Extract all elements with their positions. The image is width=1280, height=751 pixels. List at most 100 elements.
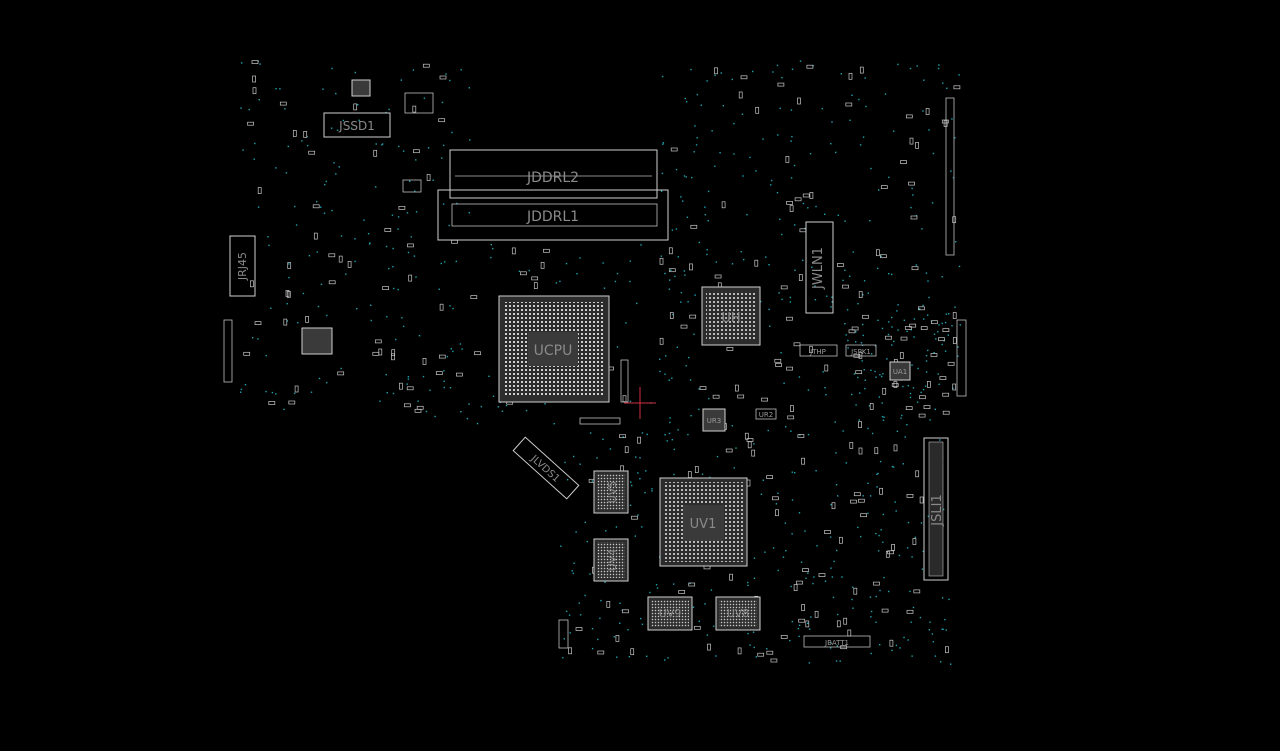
connector-jssd1[interactable]: JSSD1 — [323, 112, 391, 138]
via — [882, 541, 884, 543]
via — [330, 127, 333, 129]
via — [858, 98, 860, 101]
connector-cpu-side[interactable] — [579, 359, 629, 425]
via — [954, 306, 956, 308]
via — [874, 370, 876, 373]
smd-component — [688, 582, 696, 587]
via — [576, 273, 578, 275]
chip-ur2[interactable]: UR2 — [755, 408, 777, 420]
chip-uv5[interactable]: UV5 — [593, 470, 629, 514]
via — [859, 144, 862, 146]
via — [910, 621, 912, 623]
via — [687, 433, 689, 436]
smd-component — [790, 405, 794, 412]
connector-left-edge[interactable] — [223, 319, 233, 383]
connector-jbatt1[interactable]: JBATT1 — [803, 635, 871, 648]
via — [790, 109, 793, 111]
connector-jwln1[interactable]: JWLN1 — [805, 221, 834, 314]
chip-uv4[interactable]: UV4 — [593, 538, 629, 582]
via — [867, 292, 869, 294]
via — [422, 375, 425, 378]
chip-top-left[interactable] — [351, 79, 434, 193]
label-ua1: UA1 — [893, 368, 907, 376]
via — [752, 70, 754, 73]
via — [630, 481, 632, 483]
via — [765, 256, 767, 258]
smd-component — [737, 647, 742, 655]
via — [698, 241, 700, 244]
connector-bottom-left[interactable] — [558, 619, 569, 649]
smd-component — [938, 337, 945, 342]
connector-jthp[interactable]: JTHP — [799, 344, 838, 357]
via — [401, 317, 403, 319]
smd-component — [850, 499, 857, 504]
via — [938, 383, 940, 385]
via — [777, 134, 779, 136]
via — [809, 628, 811, 630]
chip-uh[interactable]: UH — [701, 286, 761, 346]
via — [824, 387, 826, 389]
connector-right-top[interactable] — [945, 97, 955, 256]
label-jsli1: JSLI1 — [930, 494, 945, 526]
connector-jddrl2[interactable]: JDDRL2 — [449, 149, 658, 199]
via — [844, 269, 846, 271]
connector-jlvds1[interactable]: JLVDS1 — [512, 436, 580, 500]
via — [770, 179, 773, 182]
connector-jspk1[interactable]: JSPK1 — [845, 344, 877, 357]
smd-component — [913, 589, 921, 594]
via — [641, 526, 643, 528]
smd-component — [797, 97, 801, 105]
via — [912, 606, 915, 609]
smd-component — [887, 550, 894, 555]
chip-ua1[interactable]: UA1 — [889, 361, 911, 381]
via — [904, 436, 906, 438]
via — [397, 288, 399, 291]
via — [625, 322, 627, 324]
smd-component — [668, 268, 676, 273]
chip-uv1[interactable]: UV1 — [659, 477, 748, 567]
connector-jsli1[interactable]: JSLI1 — [923, 437, 949, 581]
via — [325, 180, 327, 183]
chip-left-lan[interactable] — [301, 327, 333, 355]
via — [392, 392, 395, 395]
smd-component — [404, 403, 411, 408]
smd-component — [942, 328, 950, 332]
smd-component — [923, 405, 931, 409]
smd-component — [622, 609, 629, 614]
via — [639, 457, 641, 459]
connector-right-mid[interactable] — [956, 319, 967, 397]
via — [704, 214, 707, 216]
via — [316, 251, 318, 253]
via — [602, 438, 604, 440]
via — [443, 380, 445, 382]
via — [755, 170, 757, 172]
via — [830, 503, 832, 506]
via — [644, 492, 646, 494]
chip-uv8[interactable]: UV8 — [715, 596, 761, 631]
chip-ur3[interactable]: UR3 — [702, 408, 726, 432]
smd-component — [374, 339, 382, 344]
via — [715, 261, 717, 263]
smd-component — [802, 568, 809, 572]
connector-jrj45[interactable]: JRJ45 — [229, 235, 256, 297]
via — [331, 67, 333, 70]
via — [910, 206, 912, 209]
smd-component — [853, 587, 858, 595]
via — [807, 433, 810, 436]
via — [927, 349, 929, 352]
via — [466, 417, 469, 420]
chip-ucpu[interactable]: UCPU — [498, 295, 610, 403]
via — [915, 264, 918, 266]
via — [689, 379, 692, 381]
via — [459, 343, 462, 345]
via — [573, 455, 575, 458]
chip-uv9[interactable]: UV9 — [647, 596, 693, 631]
via — [935, 338, 937, 340]
smd-component — [882, 387, 887, 395]
via — [760, 300, 762, 303]
via — [342, 119, 345, 122]
via — [684, 274, 686, 276]
via — [815, 470, 817, 472]
connector-jddrl1[interactable]: JDDRL1 — [437, 189, 669, 241]
via — [735, 447, 737, 449]
